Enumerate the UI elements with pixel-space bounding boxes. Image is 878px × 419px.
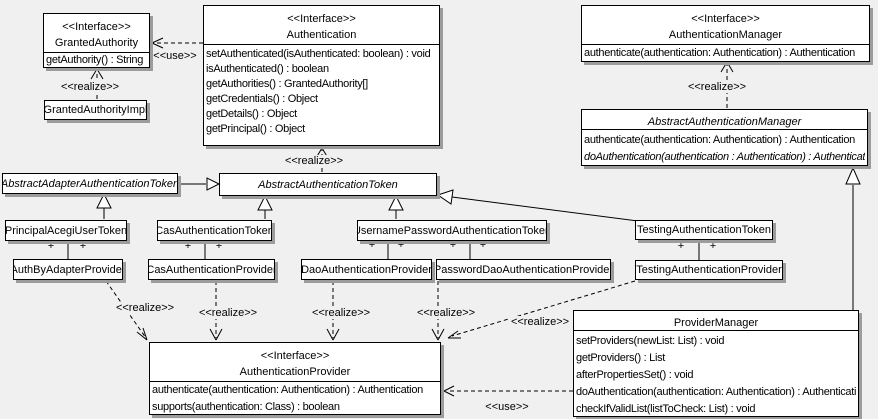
class-principal-acegi-user-token: PrincipalAcegiUserToken bbox=[5, 220, 127, 241]
class-name: Authentication bbox=[286, 29, 357, 41]
realize-label: <<realize>> bbox=[309, 307, 373, 319]
class-granted-authority: <<Interface>> GrantedAuthority getAuthor… bbox=[43, 13, 150, 68]
method: afterPropertiesSet() : void bbox=[576, 369, 694, 381]
class-name: UsernamePasswordAuthenticationToken bbox=[357, 224, 547, 237]
class-name: AuthenticationManager bbox=[668, 29, 783, 41]
class-cas-authentication-provider: CasAuthenticationProvider bbox=[148, 259, 275, 280]
realize-label: <<realize>> bbox=[196, 307, 260, 319]
class-abstract-adapter-authentication-token: AbstractAdapterAuthenticationToken bbox=[2, 173, 178, 194]
use-edge-providermanager-authenticationprovider bbox=[443, 385, 573, 397]
association-plus-label: + bbox=[479, 239, 487, 251]
association-plus-label: + bbox=[215, 240, 223, 252]
generalization-edge-principaltoken-abstractadapter bbox=[96, 192, 112, 219]
class-dao-authentication-provider: DaoAuthenticationProvider bbox=[301, 259, 432, 280]
method: authenticate(authentication: Authenticat… bbox=[584, 134, 855, 146]
use-label: <<use>> bbox=[483, 401, 531, 413]
generalization-edge-usernamepasswordtoken-abstracttoken bbox=[388, 194, 404, 219]
method: checkIfValidList(listToCheck: List) : vo… bbox=[576, 403, 756, 415]
method: getAuthority() : String bbox=[46, 54, 144, 66]
class-auth-by-adapter-provider: AuthByAdapterProvider bbox=[13, 259, 123, 280]
method: getCredentials() : Object bbox=[206, 93, 318, 105]
association-plus-label: + bbox=[47, 240, 55, 252]
association-plus-label: + bbox=[449, 239, 457, 251]
stereotype: <<Interface>> bbox=[62, 21, 131, 33]
stereotype: <<Interface>> bbox=[287, 13, 356, 25]
generalization-edge-abstractadapter-abstracttoken bbox=[179, 177, 221, 191]
method: supports(authentication: Class) : boolea… bbox=[152, 401, 340, 413]
class-name: PrincipalAcegiUserToken bbox=[5, 224, 127, 237]
class-authentication-manager: <<Interface>> AuthenticationManager auth… bbox=[581, 5, 870, 62]
use-edge-authentication-grantedauthority bbox=[151, 37, 203, 49]
class-name: AbstractAuthenticationToken bbox=[258, 178, 398, 191]
generalization-edge-testingtoken-abstracttoken bbox=[436, 189, 639, 222]
use-label: <<use>> bbox=[151, 50, 199, 62]
generalization-edge-providermanager-abstractauthenticationmanager bbox=[845, 166, 861, 310]
method: authenticate(authentication: Authenticat… bbox=[584, 47, 855, 59]
association-plus-label: + bbox=[79, 240, 87, 252]
realize-edge-authbyadapterprovider-authenticationprovider bbox=[105, 280, 148, 341]
class-password-dao-authentication-provider: PasswordDaoAuthenticationProvider bbox=[436, 259, 611, 280]
class-name: AuthByAdapterProvider bbox=[13, 263, 123, 276]
association-plus-label: + bbox=[397, 239, 405, 251]
class-testing-authentication-provider: TestingAuthenticationProvider bbox=[635, 260, 783, 280]
method: setAuthenticated(isAuthenticated: boolea… bbox=[206, 48, 431, 60]
class-granted-authority-impl: GrantedAuthorityImpl bbox=[44, 100, 147, 120]
class-name: CasAuthenticationProvider bbox=[148, 263, 275, 276]
class-provider-manager: ProviderManager setProviders(newList: Li… bbox=[573, 310, 859, 417]
method: isAuthenticated() : boolean bbox=[206, 63, 329, 75]
realize-label: <<realize>> bbox=[414, 307, 478, 319]
class-name: PasswordDaoAuthenticationProvider bbox=[436, 263, 611, 276]
class-name: GrantedAuthority bbox=[54, 37, 139, 49]
class-name: AbstractAdapterAuthenticationToken bbox=[2, 177, 178, 190]
class-username-password-authentication-token: UsernamePasswordAuthenticationToken bbox=[357, 220, 547, 241]
class-name: ProviderManager bbox=[673, 317, 759, 329]
class-abstract-authentication-token: AbstractAuthenticationToken bbox=[219, 173, 437, 196]
association-plus-label: + bbox=[368, 239, 376, 251]
stereotype: <<Interface>> bbox=[691, 13, 760, 25]
class-name: AbstractAuthenticationManager bbox=[647, 116, 802, 128]
method: getProviders() : List bbox=[576, 352, 666, 364]
method: authenticate(authentication: Authenticat… bbox=[152, 384, 423, 396]
class-testing-authentication-token: TestingAuthenticationToken bbox=[635, 220, 773, 240]
method: setProviders(newList: List) : void bbox=[576, 335, 725, 347]
class-name: CasAuthenticationToken bbox=[157, 224, 272, 237]
generalization-edge-castoken-abstracttoken bbox=[257, 194, 273, 219]
method: getAuthorities() : GrantedAuthority[] bbox=[206, 78, 368, 90]
association-plus-label: + bbox=[184, 240, 192, 252]
association-plus-label: + bbox=[709, 240, 717, 252]
class-abstract-authentication-manager: AbstractAuthenticationManager authentica… bbox=[581, 109, 868, 166]
method: getPrincipal() : Object bbox=[206, 123, 305, 135]
class-name: GrantedAuthorityImpl bbox=[44, 104, 147, 116]
realize-label: <<realize>> bbox=[282, 155, 346, 167]
class-authentication: <<Interface>> Authentication setAuthenti… bbox=[203, 5, 440, 146]
stereotype: <<Interface>> bbox=[260, 350, 330, 362]
realize-edge-testingprovider-authenticationprovider bbox=[447, 280, 636, 339]
class-authentication-provider: <<Interface>> AuthenticationProvider aut… bbox=[149, 342, 441, 415]
association-plus-label: + bbox=[677, 240, 685, 252]
realize-label: <<realize>> bbox=[113, 302, 177, 314]
class-cas-authentication-token: CasAuthenticationToken bbox=[157, 220, 272, 241]
method: doAuthentication(authentication : Authen… bbox=[584, 151, 865, 163]
method: doAuthentication(authentication: Authent… bbox=[576, 386, 856, 398]
class-name: DaoAuthenticationProvider bbox=[301, 263, 432, 276]
realize-label: <<realize>> bbox=[58, 81, 122, 93]
realize-label: <<realize>> bbox=[508, 316, 572, 328]
class-name: TestingAuthenticationProvider bbox=[636, 264, 782, 276]
class-name: TestingAuthenticationToken bbox=[637, 224, 771, 236]
class-name: AuthenticationProvider bbox=[239, 366, 351, 378]
method: getDetails() : Object bbox=[206, 108, 297, 120]
realize-label: <<realize>> bbox=[685, 81, 749, 93]
